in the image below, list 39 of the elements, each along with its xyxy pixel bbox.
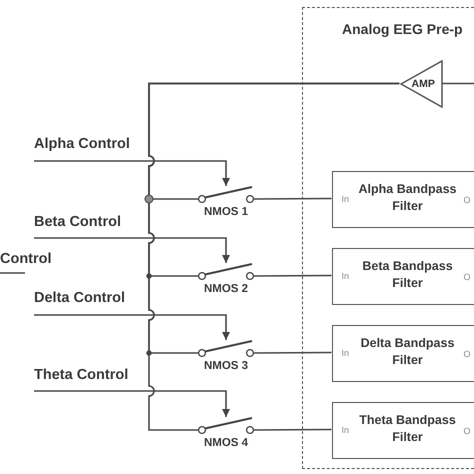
signal-arrow <box>34 390 230 417</box>
port-label: O <box>464 348 471 360</box>
port-label: O <box>464 272 471 282</box>
switch-label: NMOS 4 <box>204 436 248 450</box>
filter-label: Beta Bandpass Filter <box>361 258 454 292</box>
filter-box <box>332 324 474 382</box>
port-label: In <box>342 348 350 358</box>
signal-arrow <box>34 160 230 186</box>
wire <box>254 352 332 354</box>
control-label: Delta Control <box>34 290 126 315</box>
port-label: In <box>342 424 350 436</box>
wire <box>254 274 332 277</box>
port-label: O <box>464 194 471 206</box>
amplifier-symbol <box>400 60 442 108</box>
port-label: O <box>464 426 471 436</box>
filter-label: Theta Bandpass Filter <box>358 412 457 446</box>
wire <box>442 82 474 84</box>
wire <box>254 198 332 200</box>
filter-box <box>332 402 474 458</box>
control-label: Alpha Control <box>34 136 130 161</box>
filter-label: Alpha Bandpass Filter <box>358 180 458 214</box>
filter-box <box>332 248 474 304</box>
signal-arrow <box>34 237 230 263</box>
switch-label: NMOS 2 <box>204 282 248 296</box>
wire <box>148 82 400 431</box>
dashed-region <box>302 7 474 469</box>
port-label: In <box>342 194 350 204</box>
filter-label: Delta Bandpass Filter <box>360 334 456 368</box>
port-label: In <box>342 270 350 282</box>
control-label: Beta Control <box>34 214 121 238</box>
switch-label: NMOS 3 <box>204 359 248 373</box>
switch-label: NMOS 1 <box>204 205 248 219</box>
control-label: Control <box>0 250 52 268</box>
signal-arrow <box>34 314 230 340</box>
filter-box <box>332 170 474 228</box>
amplifier-label: AMP <box>412 76 435 90</box>
region-title: Analog EEG Pre-p <box>342 21 463 37</box>
control-label: Theta Control <box>34 366 128 391</box>
wire <box>254 428 332 431</box>
